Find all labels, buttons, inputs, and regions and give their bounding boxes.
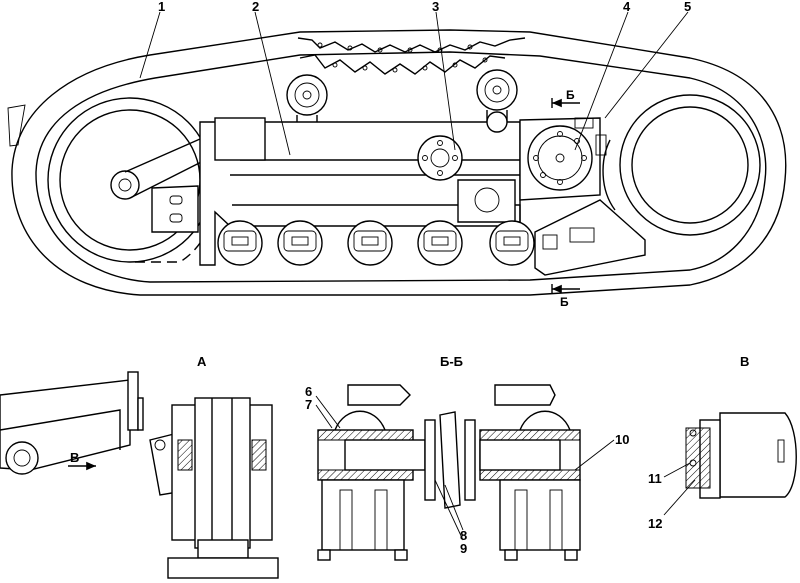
sprocket-wheel-outer xyxy=(619,94,761,236)
section-arrow-bottom xyxy=(551,284,580,294)
view-label-a: А xyxy=(197,354,207,369)
callout-10: 10 xyxy=(615,432,629,447)
callout-6: 6 xyxy=(305,384,312,399)
view-label-bb: Б-Б xyxy=(440,354,463,369)
callout-3: 3 xyxy=(432,0,439,14)
track-rollers-bottom xyxy=(217,220,535,266)
final-drive-housing xyxy=(519,117,607,201)
frame-block xyxy=(214,117,266,161)
callout-leaders xyxy=(139,11,689,156)
section-arrow-top xyxy=(551,98,580,108)
track-outer-outline xyxy=(11,29,787,296)
view-v-leaders xyxy=(663,462,696,516)
callout-5: 5 xyxy=(684,0,691,14)
view-a-assembly xyxy=(0,371,279,579)
callout-11: 11 xyxy=(648,471,662,486)
callout-9: 9 xyxy=(460,541,467,556)
view-v-assembly xyxy=(685,412,797,499)
view-label-v: В xyxy=(740,354,749,369)
support-roller-middle xyxy=(417,135,463,181)
track-assembly xyxy=(7,29,787,296)
idler-bracket-plate xyxy=(151,185,199,233)
track-rear-fragment xyxy=(7,104,26,147)
lower-bracket xyxy=(457,179,516,223)
view-bb-section xyxy=(317,384,581,561)
callout-1: 1 xyxy=(158,0,165,14)
callout-7: 7 xyxy=(305,397,312,412)
callout-4: 4 xyxy=(623,0,631,14)
carrier-roller-right xyxy=(476,69,518,122)
callout-12: 12 xyxy=(648,516,662,531)
sprocket-wheel-inner xyxy=(631,106,749,224)
section-mark-b-top: Б xyxy=(566,88,575,102)
callout-2: 2 xyxy=(252,0,259,14)
track-shoes-top xyxy=(297,37,526,75)
carrier-roller-left xyxy=(286,74,328,122)
callout-8: 8 xyxy=(460,528,467,543)
section-mark-b-bottom: Б xyxy=(560,295,569,309)
view-bb-leaders xyxy=(315,395,615,541)
track-inner-outline xyxy=(35,51,767,283)
arrow-label-v: В xyxy=(70,450,79,465)
idler-hub xyxy=(110,170,140,200)
rock-guard-right xyxy=(534,199,646,276)
